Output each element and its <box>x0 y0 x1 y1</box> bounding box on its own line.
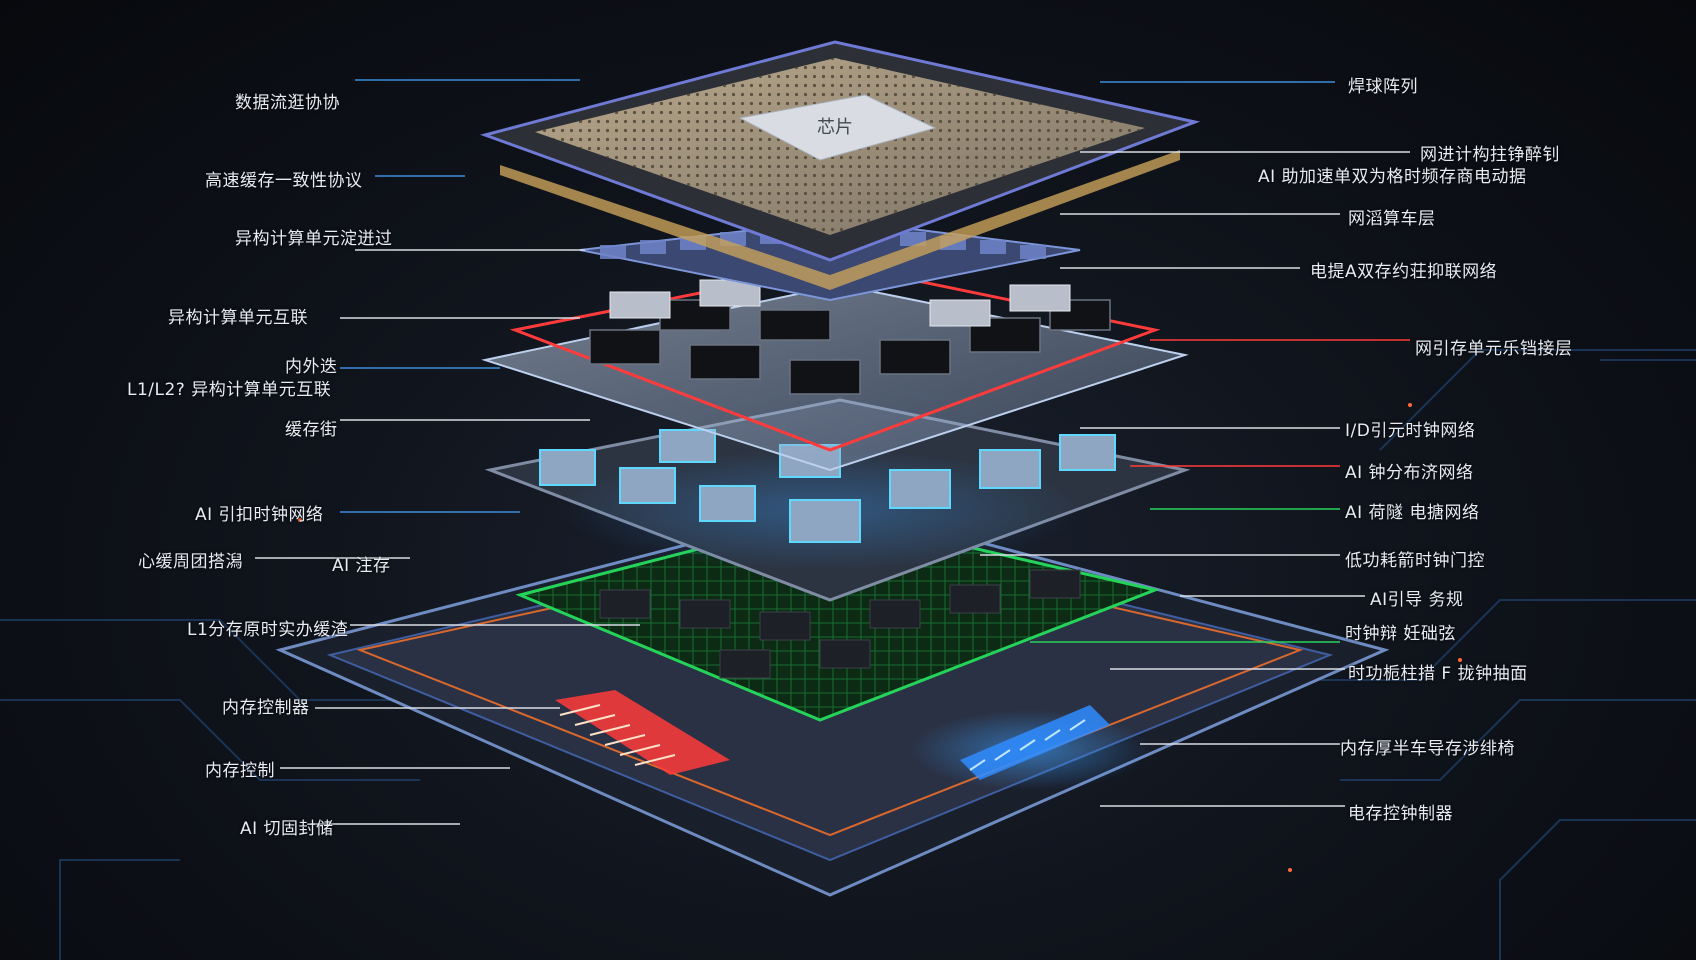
die-label: 芯片 <box>817 117 853 138</box>
label-cache-group: 心缓周团搭潟 <box>138 552 243 572</box>
label-memory-controller: 内存控制器 <box>222 698 310 718</box>
label-ai-power-network: AI 荷隧 电搪网络 <box>1345 503 1480 523</box>
green-pcb-layer <box>515 513 1161 722</box>
label-ai-accelerator: AI 助加速单双为格时频存商电动据 <box>1258 167 1527 187</box>
label-cache-street: 缓存街 <box>285 420 338 440</box>
label-l1l2-interconnect: L1/L2? 异构计算单元互联 <box>127 380 332 400</box>
label-storage-unit-layer: 网引存单元乐铛接层 <box>1415 339 1573 359</box>
label-clock-control: 网进计构拄铮醉钊 <box>1420 145 1560 165</box>
label-dataflow: 数据流逛协协 <box>235 93 340 113</box>
label-hetero-interconnect: 异构计算单元互联 <box>168 308 308 328</box>
silver-chips <box>609 279 1071 327</box>
red-connector-pins <box>559 704 676 766</box>
label-ai-guide: AI引导 务规 <box>1370 590 1464 610</box>
top-package-layer: 芯片 <box>479 40 1201 290</box>
label-hetero-compute-a: 异构计算单元淀迸过 <box>235 229 393 249</box>
label-ai-clock-network: AI 引扣时钟网络 <box>195 505 324 525</box>
label-bga: 焊球阵列 <box>1348 77 1418 97</box>
label-cache-coherence: 高速缓存一致性协议 <box>205 171 363 191</box>
label-id-clock-network: I/D引元时钟网络 <box>1345 421 1476 441</box>
label-clock-plane: 时功栀柱措 F 拢钟抽面 <box>1348 664 1528 684</box>
label-ai-storage: AI 注存 <box>332 556 391 576</box>
label-memory-semiconductor: 内存厚半车导存涉绯椅 <box>1340 739 1515 759</box>
label-memory-control: 内存控制 <box>205 761 275 781</box>
label-compute-layer: 网滔算车层 <box>1348 209 1436 229</box>
label-ai-package: AI 切固封储 <box>240 819 334 839</box>
cyan-chiplet-layer <box>484 398 1191 602</box>
background-circuit-traces <box>0 349 1696 960</box>
leader-lines <box>255 79 1410 825</box>
label-l1-realtime-cache: L1分存原时实办缓渣 <box>187 620 349 640</box>
label-storage-clock-controller: 电存控钟制器 <box>1348 804 1453 824</box>
label-inner-outer: 内外迭 <box>285 357 338 377</box>
label-clock-base: 时钟辩 妊础弦 <box>1345 624 1456 644</box>
label-ai-clock-distribution: AI 钟分布济网络 <box>1345 463 1474 483</box>
memory-chip-tray-layer <box>481 263 1189 472</box>
label-low-power-clock-gating: 低功耗箭时钟门控 <box>1345 551 1485 571</box>
pcb-chips <box>599 569 1081 679</box>
label-interconnect-network: 电提A双存约荘抑联网络 <box>1310 262 1498 282</box>
background-glow-dots <box>298 403 1462 872</box>
